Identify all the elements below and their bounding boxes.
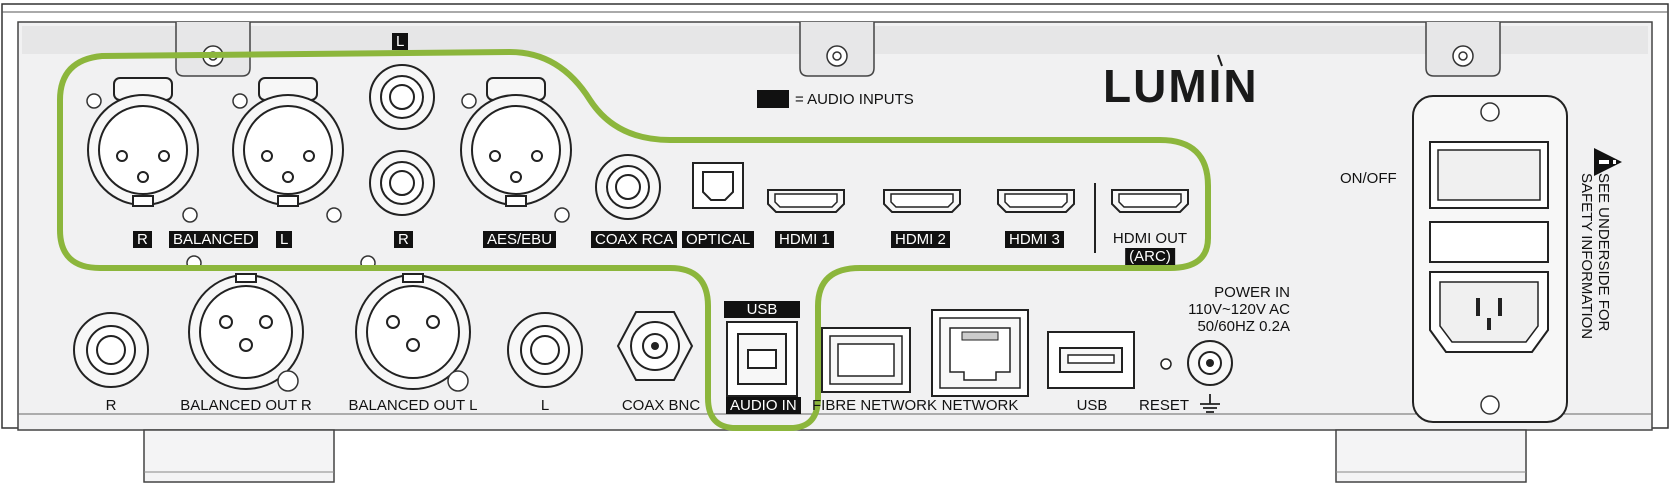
label-reset: RESET (1138, 397, 1190, 414)
rca-output-r[interactable] (73, 312, 149, 388)
rca-input-r[interactable] (369, 150, 435, 216)
rca-input-coax[interactable] (595, 154, 661, 220)
foot-left (143, 429, 335, 483)
label-frequency: 50/60HZ 0.2A (1197, 318, 1290, 335)
label-power-in: POWER IN (1214, 284, 1290, 301)
audio-input-highlight (57, 49, 1211, 431)
reset-button[interactable] (1160, 358, 1172, 370)
label-optical: OPTICAL (682, 231, 755, 248)
xlr-input-aes-ebu[interactable] (460, 77, 572, 207)
label-usb: USB (1076, 397, 1108, 414)
hdmi3-port[interactable] (997, 189, 1075, 213)
label-hdmi2: HDMI 2 (891, 231, 950, 248)
usb-a-port[interactable] (1047, 331, 1135, 389)
xlr-output-r[interactable] (188, 273, 304, 392)
safety-notice: SEE UNDERSIDE FOR SAFETY INFORMATION (1578, 173, 1612, 339)
label-coax-bnc: COAX BNC (621, 397, 701, 414)
ground-icon (1200, 394, 1220, 413)
xlr-output-l[interactable] (355, 273, 471, 392)
hdmi1-port[interactable] (767, 189, 845, 213)
power-switch[interactable] (1429, 141, 1549, 209)
label-on-off: ON/OFF (1340, 170, 1397, 187)
safety-line1: SEE UNDERSIDE FOR (1595, 173, 1612, 332)
legend: = AUDIO INPUTS (757, 90, 914, 108)
label-rca-r: R (394, 231, 413, 248)
lumin-logo: LUMIN (1103, 60, 1259, 112)
fibre-network-port[interactable] (821, 327, 911, 393)
label-aes-ebu: AES/EBU (483, 231, 557, 248)
ethernet-network-port[interactable] (931, 309, 1029, 397)
mount-tab-left (175, 22, 251, 77)
label-balanced-out-r: BALANCED OUT R (180, 397, 312, 414)
label-rca-l: L (392, 33, 409, 50)
label-audio-in: AUDIO IN (726, 397, 801, 414)
label-balanced: BALANCED (169, 231, 258, 248)
rca-input-l[interactable] (369, 64, 435, 130)
xlr-input-r[interactable] (87, 77, 199, 207)
iec-power-socket[interactable] (1429, 271, 1549, 353)
label-hdmi-out: HDMI OUT (1112, 230, 1188, 247)
label-balanced-l: L (276, 231, 293, 248)
power-rating: POWER IN 110V~120V AC 50/60HZ 0.2A (1188, 284, 1290, 335)
safety-line2: SAFETY INFORMATION (1578, 173, 1595, 340)
mount-tab-right (1425, 22, 1501, 77)
label-balanced-out-l: BALANCED OUT L (348, 397, 478, 414)
label-arc: (ARC) (1125, 248, 1175, 265)
label-coax-rca: COAX RCA (591, 231, 678, 248)
hdmi2-port[interactable] (883, 189, 961, 213)
foot-right (1335, 429, 1527, 483)
label-network: NETWORK (941, 397, 1019, 414)
xlr-input-l[interactable] (232, 77, 344, 207)
label-fibre-network: FIBRE NETWORK (812, 397, 938, 414)
warning-icon (1594, 148, 1622, 176)
label-usb-top: USB (724, 301, 800, 318)
legend-label: = AUDIO INPUTS (795, 90, 914, 108)
usb-b-audio-in-port[interactable] (726, 321, 798, 397)
label-balanced-r: R (133, 231, 152, 248)
label-hdmi1: HDMI 1 (775, 231, 834, 248)
coax-bnc-port[interactable] (616, 311, 694, 381)
hdmi-out-port[interactable] (1111, 189, 1189, 213)
rca-output-l[interactable] (507, 312, 583, 388)
logo-accent (1217, 54, 1223, 67)
label-hdmi3: HDMI 3 (1005, 231, 1064, 248)
legend-swatch (757, 90, 789, 108)
optical-input-port[interactable] (692, 162, 744, 209)
label-voltage: 110V~120V AC (1188, 301, 1290, 318)
mount-tab-center (799, 22, 875, 77)
ground-terminal[interactable] (1187, 340, 1233, 386)
label-out-l: L (540, 397, 550, 414)
fuse-drawer[interactable] (1429, 221, 1549, 263)
label-out-r: R (105, 397, 117, 414)
